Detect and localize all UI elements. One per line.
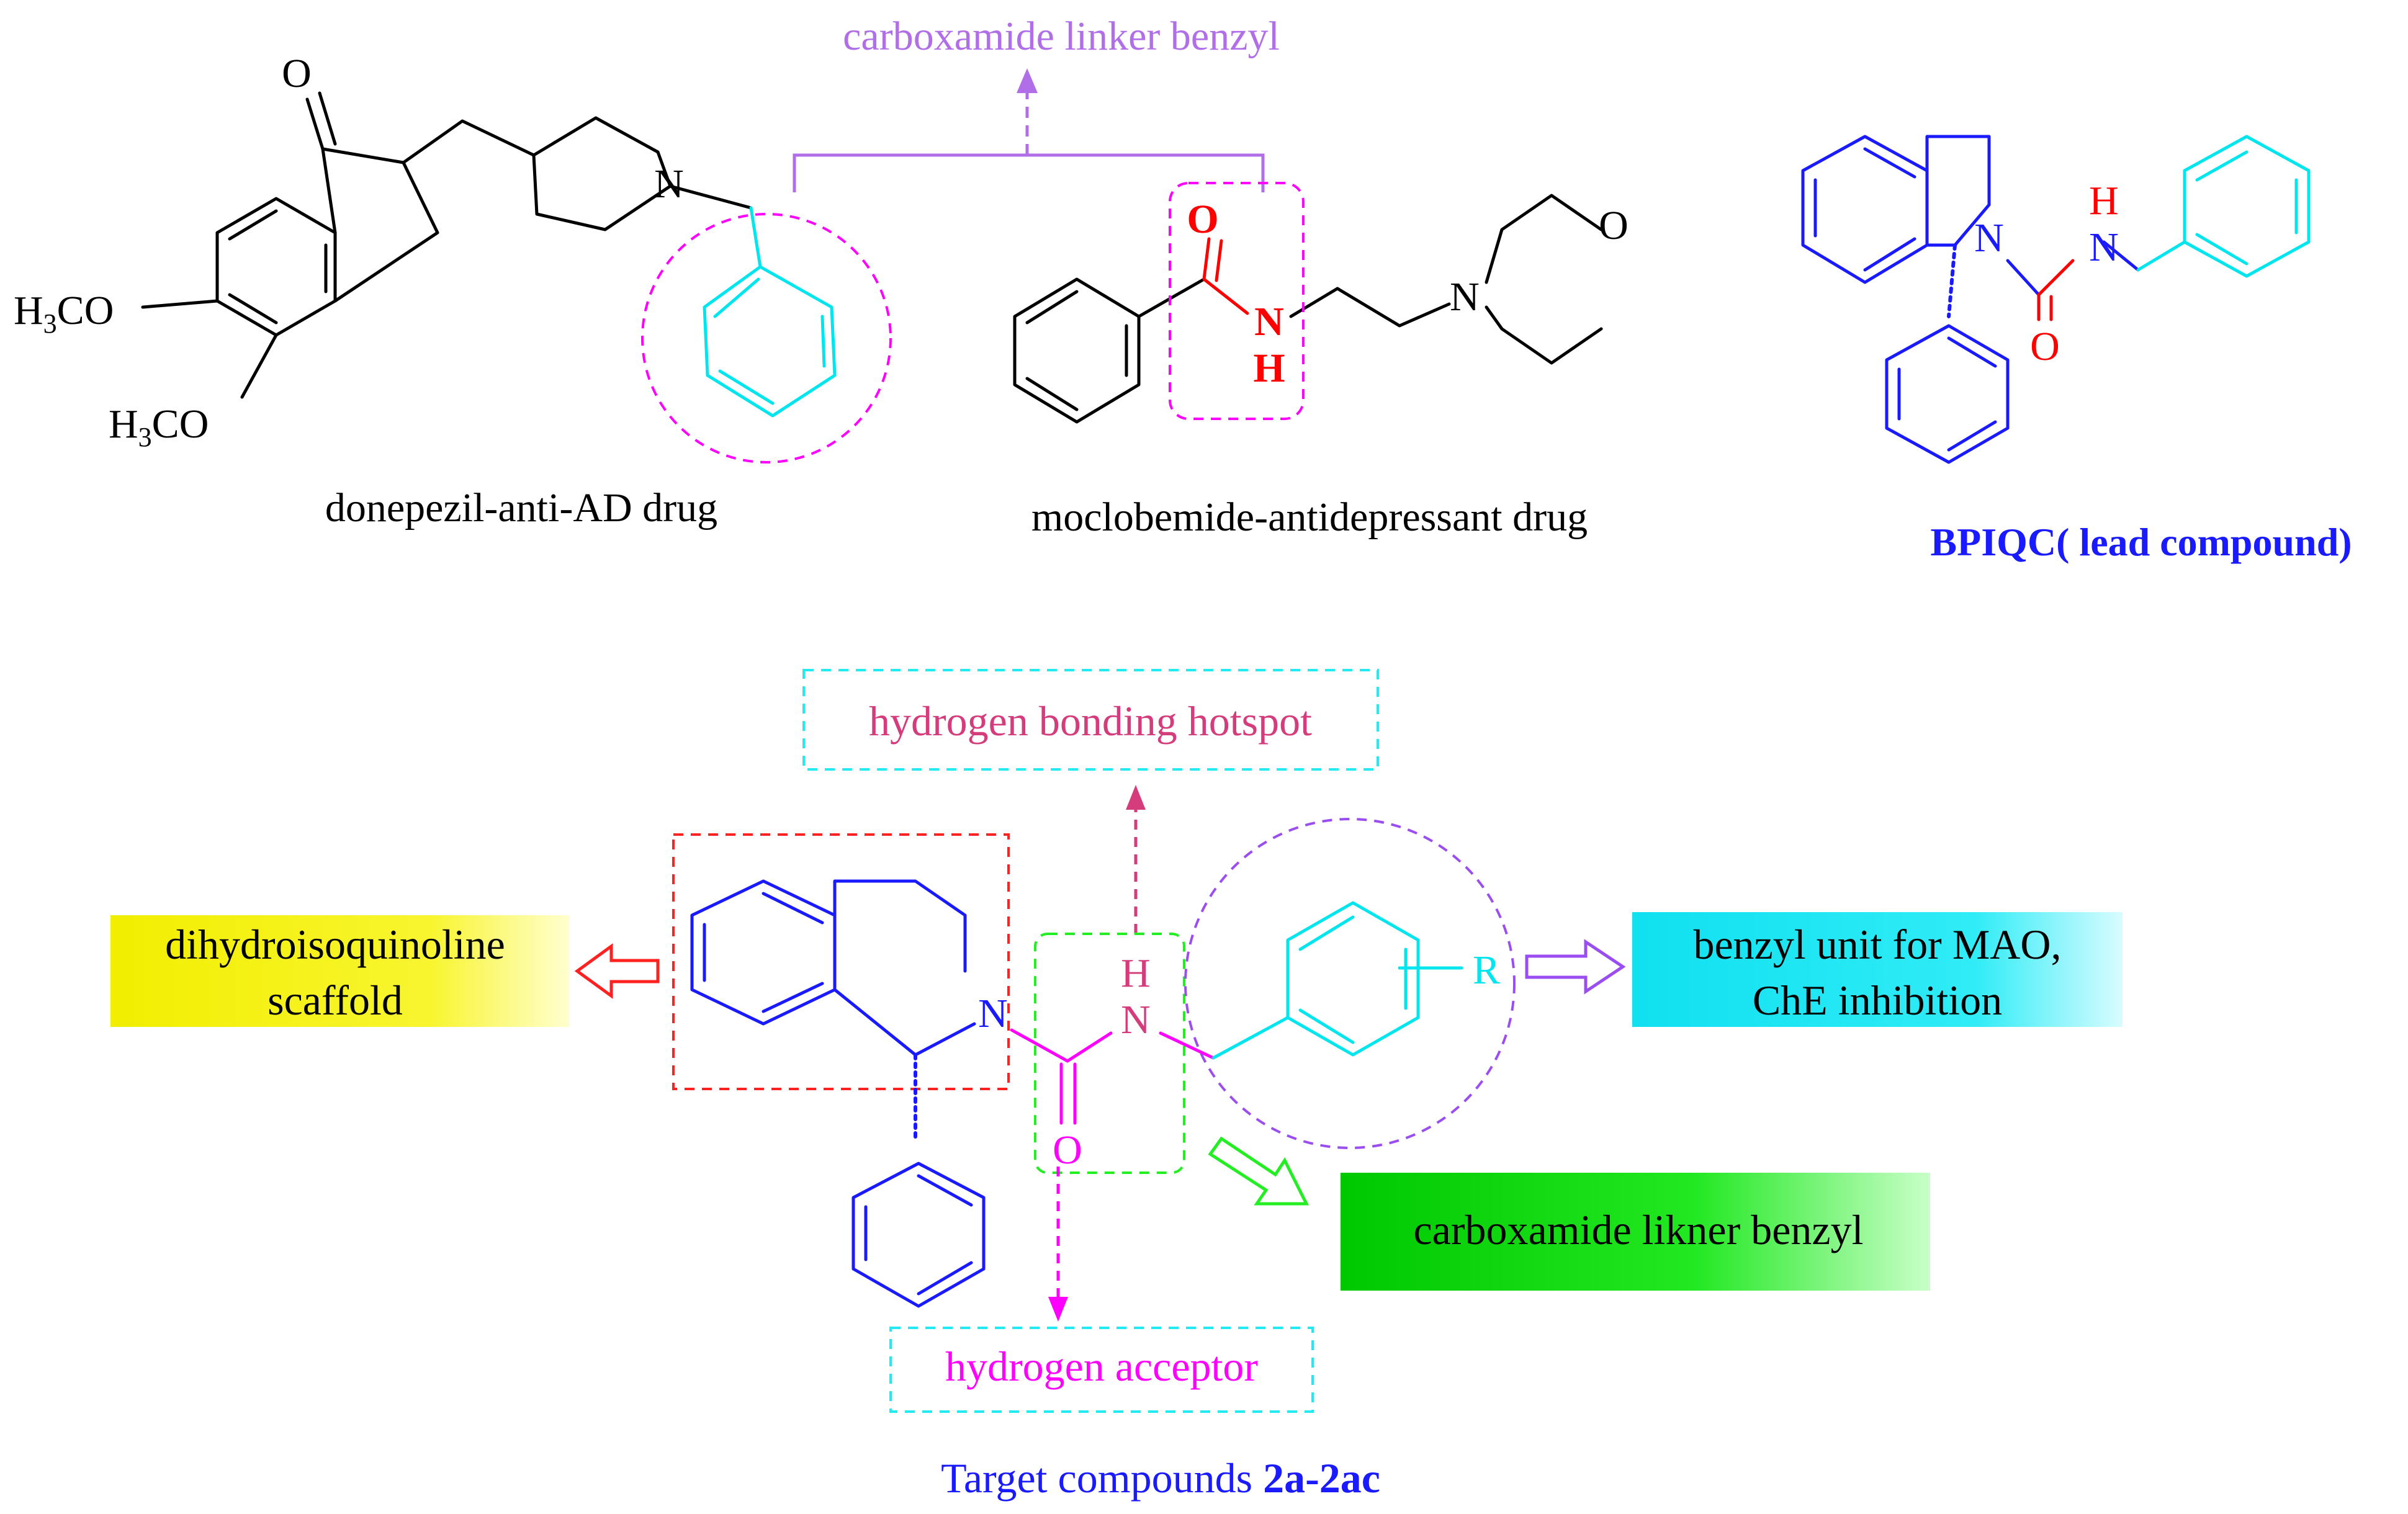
linker-hollow-arrow: [1208, 1136, 1310, 1206]
moclobemide-hydrogen: H: [1253, 346, 1285, 391]
target-amide: [1010, 1028, 1215, 1125]
linker-label: carboxamide linker benzyl: [843, 14, 1280, 59]
amide-green-box: [1034, 933, 1185, 1174]
moclobemide-amide: [1202, 237, 1249, 315]
amide-highlight-box: [1169, 182, 1305, 420]
benzyl-label-box: [1632, 912, 2123, 1027]
moclobemide-structure: [1013, 194, 1603, 424]
scaffold-hollow-arrow: [574, 943, 660, 999]
bpiqc-ring-nitrogen: N: [1974, 215, 2004, 261]
target-structure: [690, 879, 986, 1308]
target-r-group: R: [1473, 947, 1500, 993]
donepezil-nitrogen: N: [654, 161, 684, 207]
target-amide-nitrogen: N: [1121, 997, 1151, 1042]
benzyl-label-line2: ChE inhibition: [1753, 977, 2002, 1024]
acceptor-arrow-head: [1048, 1297, 1068, 1322]
donepezil-methoxy-1: H3CO: [14, 288, 114, 339]
donepezil-caption: donepezil-anti-AD drug: [325, 485, 717, 531]
benzyl-highlight-circle: [641, 213, 892, 464]
acceptor-label: hydrogen acceptor: [945, 1343, 1258, 1390]
target-oxygen: O: [1053, 1127, 1082, 1173]
linker-label-text: carboxamide likner benzyl: [1413, 1206, 1863, 1253]
bpiqc-amide: [2037, 259, 2075, 321]
hb-hotspot-label: hydrogen bonding hotspot: [869, 697, 1312, 745]
benzyl-hollow-arrow: [1525, 939, 1626, 995]
linker-bracket: [793, 84, 1265, 192]
benzyl-purple-circle: [1184, 818, 1516, 1149]
scaffold-label-box: [110, 915, 570, 1027]
target-ring-nitrogen: N: [978, 991, 1008, 1036]
donepezil-oxygen: O: [282, 51, 312, 96]
hb-hotspot-arrow-head: [1126, 785, 1146, 810]
acceptor-box: [889, 1327, 1314, 1413]
linker-arrow-head: [1017, 68, 1038, 93]
bpiqc-structure: [1801, 135, 2140, 464]
scaffold-highlight-box: [672, 833, 1010, 1090]
moclobemide-morpholine-n: N: [1450, 274, 1480, 320]
donepezil-structure: [141, 91, 753, 399]
target-amide-hydrogen: H: [1121, 951, 1151, 996]
moclobemide-nitrogen: N: [1254, 299, 1284, 344]
moclobemide-caption: moclobemide-antidepressant drug: [1031, 495, 1588, 540]
scaffold-label-line2: scaffold: [267, 977, 403, 1024]
target-benzyl: [1211, 901, 1463, 1060]
bpiqc-amide-nitrogen: N: [2089, 225, 2119, 270]
moclobemide-morpholine-o: O: [1599, 203, 1629, 248]
linker-label-box: [1341, 1173, 1930, 1291]
donepezil-benzyl: [703, 206, 837, 418]
target-caption: Target compounds 2a-2ac: [941, 1454, 1380, 1502]
bpiqc-amide-hydrogen: H: [2089, 178, 2119, 223]
donepezil-methoxy-2: H3CO: [109, 401, 209, 452]
hb-hotspot-box: [802, 669, 1379, 771]
bpiqc-oxygen: O: [2030, 324, 2060, 369]
bpiqc-caption: BPIQC( lead compound): [1930, 520, 2352, 564]
moclobemide-oxygen: O: [1187, 197, 1218, 242]
benzyl-label-line1: benzyl unit for MAO,: [1693, 921, 2061, 968]
scaffold-label-line1: dihydroisoquinoline: [165, 921, 505, 968]
bpiqc-benzyl: [2136, 135, 2311, 278]
